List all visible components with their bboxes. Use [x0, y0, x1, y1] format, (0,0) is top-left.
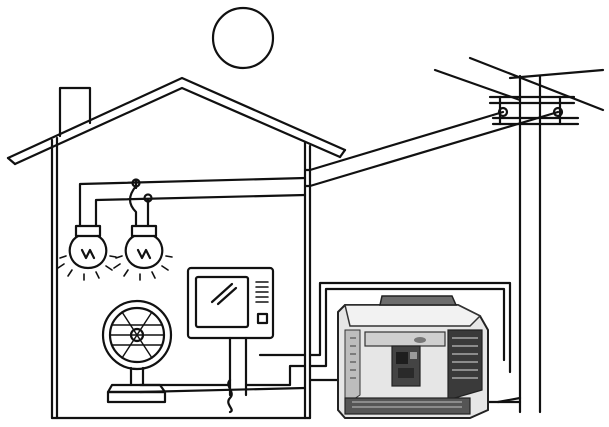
light-bulb-icon: [57, 224, 117, 281]
sun-icon: [211, 6, 275, 70]
power-pole: [433, 56, 605, 414]
tv-icon: [186, 266, 275, 340]
fan-icon: [101, 299, 173, 404]
service-lines: [303, 110, 560, 188]
generator-icon: [337, 295, 489, 419]
generator-feed-lines: [308, 281, 522, 404]
house-outline: [6, 76, 347, 420]
interior-wiring: [78, 176, 307, 414]
light-bulb-icon: [113, 224, 173, 281]
